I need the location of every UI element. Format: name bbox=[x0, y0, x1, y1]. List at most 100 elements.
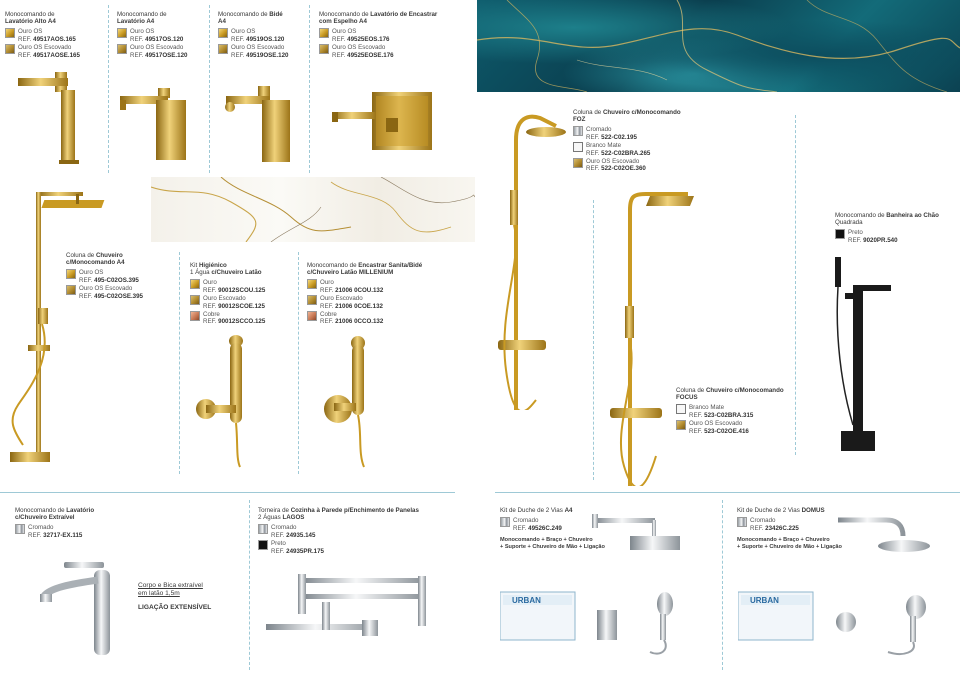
shower-column-focus-image bbox=[610, 192, 694, 486]
black-swatch bbox=[835, 229, 845, 240]
chrome-swatch bbox=[573, 126, 583, 137]
divider bbox=[209, 5, 210, 173]
section-divider bbox=[0, 492, 455, 493]
shower-column-a4-image bbox=[10, 192, 105, 462]
divider bbox=[108, 5, 109, 173]
copper-swatch bbox=[190, 311, 200, 322]
black-swatch bbox=[258, 540, 268, 551]
divider bbox=[309, 5, 310, 173]
gold-swatch bbox=[5, 28, 15, 39]
section-divider bbox=[495, 492, 960, 493]
gold-vein-pattern bbox=[477, 0, 960, 92]
divider bbox=[179, 252, 180, 474]
kit-description: Monocomando + Braço + Chuveiro+ Suporte … bbox=[500, 537, 605, 550]
hygienic-kit-image bbox=[196, 335, 243, 468]
chrome-swatch bbox=[15, 524, 25, 535]
divider bbox=[593, 200, 594, 480]
box-brand-label: URBAN bbox=[512, 596, 541, 605]
divider bbox=[795, 115, 796, 455]
brushed-gold-swatch bbox=[190, 295, 200, 306]
divider bbox=[249, 500, 250, 670]
concealed-wc-mixer-image bbox=[324, 336, 365, 468]
product-pot-filler-lagos: Torneira de Cozinha à Parede p/Enchiment… bbox=[258, 507, 448, 555]
divider bbox=[722, 500, 723, 670]
gold-swatch bbox=[117, 28, 127, 39]
gold-swatch bbox=[218, 28, 228, 39]
shower-kit-a4-image: URBAN bbox=[500, 514, 680, 655]
pull-out-basin-mixer-image bbox=[40, 562, 110, 655]
brushed-gold-swatch bbox=[676, 420, 686, 431]
brushed-gold-swatch bbox=[66, 285, 76, 296]
chrome-swatch bbox=[258, 524, 268, 535]
chrome-swatch bbox=[737, 517, 747, 528]
gold-vein-pattern bbox=[151, 177, 475, 242]
brushed-gold-swatch bbox=[218, 44, 228, 55]
brushed-gold-swatch bbox=[573, 158, 583, 169]
basin-mixer-image bbox=[120, 88, 186, 160]
teal-marble-banner bbox=[477, 0, 960, 92]
gold-swatch bbox=[66, 269, 76, 280]
shower-column-foz-image bbox=[498, 114, 566, 410]
gold-swatch bbox=[319, 28, 329, 39]
gold-swatch bbox=[307, 279, 317, 290]
brushed-gold-swatch bbox=[5, 44, 15, 55]
divider bbox=[298, 252, 299, 474]
kit-description: Monocomando + Braço + Chuveiro+ Suporte … bbox=[737, 537, 842, 550]
copper-swatch bbox=[307, 311, 317, 322]
pull-out-note: Corpo e Bica extraível em latão 1,5m LIG… bbox=[138, 582, 212, 611]
shower-kit-domus-image: URBAN bbox=[738, 517, 930, 655]
bidet-mixer-image bbox=[225, 86, 290, 162]
wall-basin-mixer-image bbox=[332, 92, 432, 150]
product-title: Kit de Duche de 2 Vias DOMUS bbox=[737, 507, 825, 514]
brushed-gold-swatch bbox=[319, 44, 329, 55]
white-swatch bbox=[676, 404, 686, 415]
tall-basin-mixer-image bbox=[18, 72, 79, 164]
brushed-gold-swatch bbox=[307, 295, 317, 306]
